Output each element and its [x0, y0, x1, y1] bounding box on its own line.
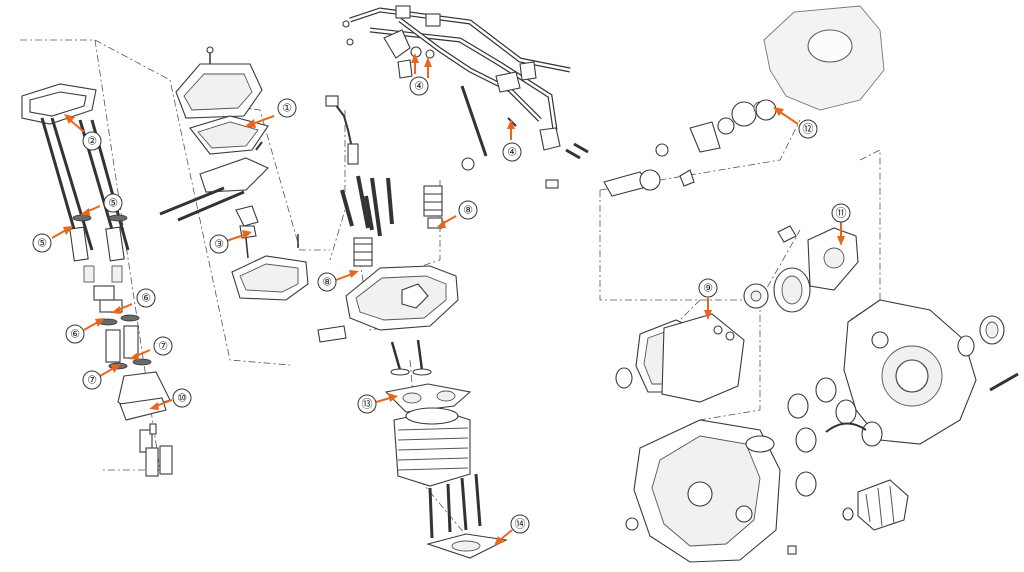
svg-text:⑧: ⑧: [322, 276, 332, 289]
callout-8b: ⑧: [317, 272, 337, 292]
callout-1: ①: [277, 98, 297, 118]
svg-text:⑦: ⑦: [87, 374, 97, 387]
svg-text:⑪: ⑪: [836, 207, 847, 220]
callout-5b: ⑤: [32, 233, 52, 253]
svg-text:⑭: ⑭: [515, 518, 526, 531]
callout-13: ⑬: [357, 394, 377, 414]
callout-6a: ⑥: [136, 288, 156, 308]
callout-14: ⑭: [510, 514, 530, 534]
svg-text:④: ④: [507, 146, 517, 159]
svg-text:⑩: ⑩: [177, 392, 187, 405]
svg-text:④: ④: [414, 80, 424, 93]
callout-12: ⑫: [798, 119, 818, 139]
callout-6b: ⑥: [65, 324, 85, 344]
callout-labels: ① ② ③ ④ ④ ⑤ ⑤ ⑥ ⑥ ⑦ ⑦ ⑧ ⑧ ⑨ ⑩ ⑪ ⑫ ⑬ ⑭: [32, 76, 851, 534]
svg-text:⑬: ⑬: [362, 398, 373, 411]
callout-8a: ⑧: [458, 200, 478, 220]
svg-text:⑤: ⑤: [108, 197, 118, 210]
svg-text:⑥: ⑥: [70, 328, 80, 341]
callout-5a: ⑤: [103, 193, 123, 213]
callout-11: ⑪: [831, 203, 851, 223]
callout-3: ③: [209, 234, 229, 254]
cylinder-head-assembly: [317, 95, 459, 376]
svg-text:⑧: ⑧: [463, 204, 473, 217]
cam-and-oil-pump: [603, 5, 885, 313]
cam-cover-and-gasket: [615, 313, 745, 403]
svg-text:⑤: ⑤: [37, 237, 47, 250]
svg-text:⑦: ⑦: [158, 340, 168, 353]
callout-9: ⑨: [698, 278, 718, 298]
svg-text:①: ①: [282, 102, 292, 115]
svg-text:②: ②: [87, 135, 97, 148]
svg-text:⑫: ⑫: [803, 123, 814, 136]
callout-arrows: [51, 53, 845, 546]
callout-7a: ⑦: [153, 336, 173, 356]
oil-line-assembly: [342, 5, 589, 189]
callout-10: ⑩: [172, 388, 192, 408]
callout-4b: ④: [502, 142, 522, 162]
callout-4a: ④: [409, 76, 429, 96]
svg-text:③: ③: [214, 238, 224, 251]
rocker-covers: [159, 46, 309, 301]
pushrod-assembly: [21, 83, 173, 477]
cylinder-assembly: [384, 383, 508, 559]
callout-2: ②: [82, 131, 102, 151]
callout-7b: ⑦: [82, 370, 102, 390]
svg-text:⑨: ⑨: [703, 282, 713, 295]
crankcase-assembly: [625, 299, 1019, 563]
svg-text:⑥: ⑥: [141, 292, 151, 305]
